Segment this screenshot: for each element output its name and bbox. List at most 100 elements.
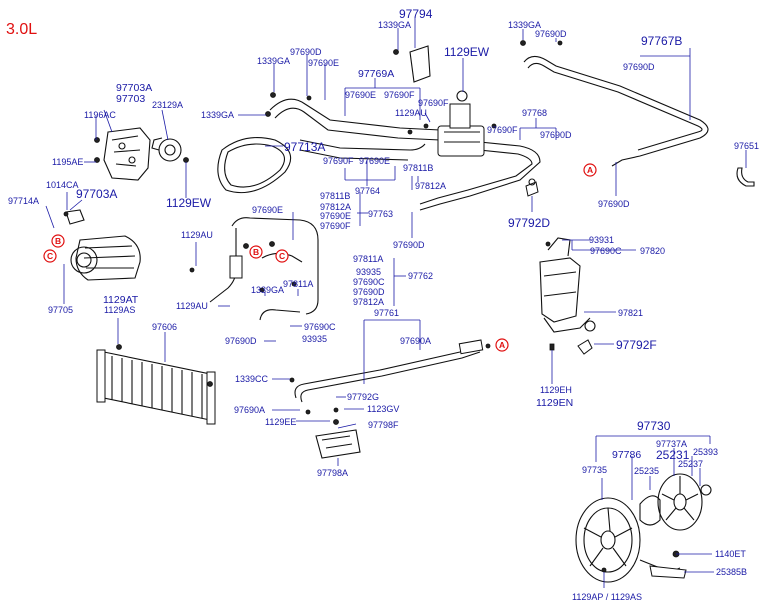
part-label: 97690A [400,336,431,346]
part-label: 97798A [317,468,348,478]
part-label: 97690D [393,240,425,250]
part-label: 25235 [634,466,659,476]
liquid-tube-drawing [520,40,709,167]
part-label: 1014CA [46,180,79,190]
part-label: 97730 [637,419,671,433]
part-label: 97762 [408,271,433,281]
part-label: 1129EW [166,196,212,210]
expansion-valve-drawing [393,45,485,157]
part-label: 97811A [283,279,313,289]
ref-marker-b-hose: B [249,245,263,259]
part-number-labels: 97794 1339GA 1339GA 97690D 97767B 97690D… [8,7,759,602]
drive-belt-drawing [217,137,292,194]
part-label: 1123GV [367,404,399,414]
part-label: 1129AP / 1129AS [572,592,642,602]
ref-marker-a-right: A [583,163,597,177]
part-label: 1339GA [378,20,411,30]
part-label: 1339GA [251,285,284,295]
part-label: 1195AE [52,157,83,167]
part-label: 97690F [320,221,351,231]
condenser-drawing [96,344,216,425]
part-label: 97690E [252,205,283,215]
part-label: 1339GA [257,56,290,66]
liquid-line-drawing [289,339,491,403]
part-label: 97812A [353,297,384,307]
compressor-bracket-drawing [94,127,151,181]
svg-text:B: B [253,247,259,257]
svg-text:C: C [279,251,285,261]
part-label: 97811B [320,191,350,201]
svg-text:B: B [55,236,61,246]
part-label: 25237 [678,459,703,469]
part-label: 1129EE [265,417,296,427]
part-label: 97690E [320,211,351,221]
part-label: 97713A [284,140,325,154]
part-label: 97690D [535,29,567,39]
part-label: 97690D [225,336,257,346]
part-label: 97690A [234,405,265,415]
part-label: 1129EN [536,397,573,409]
part-label: 97690C [304,322,336,332]
receiver-drier-drawing [539,237,596,355]
part-label: 1140ET [715,549,746,559]
part-label: 25231 [656,448,690,462]
part-label: 25385B [716,567,747,577]
part-label: 1339GA [508,20,541,30]
part-label: 97690D [598,199,630,209]
part-label: 97690D [540,130,572,140]
part-label: 97764 [355,186,380,196]
part-label: 1129EH [540,385,572,395]
part-label: 97690C [590,246,622,256]
part-label: 97821 [618,308,643,318]
part-label: 97705 [48,305,73,315]
part-label: 97812A [320,202,351,212]
part-label: 97792G [347,392,379,402]
part-label: 1339CC [235,374,269,384]
part-label: 23129A [152,100,183,110]
part-label: 1129AU [176,301,208,311]
part-label: 97812A [415,181,446,191]
part-label: 1339GA [201,110,234,120]
part-label: 97735 [582,465,607,475]
part-label: 97703A [116,82,152,94]
ref-marker-a-lower: A [495,338,509,352]
part-label: 93931 [589,235,614,245]
part-label: 97690E [308,58,339,68]
part-label: 97690E [359,156,390,166]
part-label: 97820 [640,246,665,256]
leader-lines [45,18,747,588]
part-label: 97703 [116,93,145,105]
part-label: 93935 [356,267,381,277]
part-label: 97737A [656,439,687,449]
discharge-hose-drawing [189,217,319,321]
part-label: 97690C [353,277,385,287]
engine-variant-label: 3.0L [6,21,37,38]
part-label: 97786 [612,449,641,461]
svg-text:A: A [587,165,593,175]
part-label: 97792D [508,216,550,230]
mounting-bracket-drawing [305,407,361,459]
service-port-drawing [525,178,539,197]
svg-text:C: C [47,251,53,261]
compressor-drawing [63,209,141,281]
idler-pulley-drawing [151,137,189,163]
part-label: 97690F [418,98,449,108]
part-label: 1196AC [84,110,116,120]
part-label: 1129AU [395,108,427,118]
part-label: 97690F [384,90,415,100]
part-label: 1129EW [444,45,490,59]
part-label: 97767B [641,34,682,48]
condenser-fan-assembly-drawing [575,473,712,583]
drain-hose-drawing [736,167,755,187]
part-label: 97811B [403,163,433,173]
ref-marker-c-hose: C [275,249,289,263]
part-label: 97703A [76,187,117,201]
part-label: 1129AT [103,294,139,306]
part-label: 97714A [8,196,39,206]
part-label: 97798F [368,420,399,430]
part-label: 97690F [323,156,354,166]
part-label: 97794 [399,7,433,21]
suction-hose-assembly-drawing [265,92,541,211]
part-label: 97763 [368,209,393,219]
